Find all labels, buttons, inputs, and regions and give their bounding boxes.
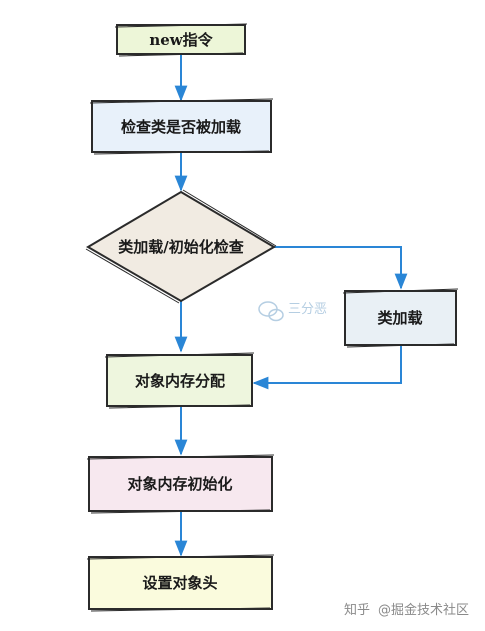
arrow-classload-to-alloc [252, 345, 402, 390]
node-decision-diamond [86, 190, 276, 303]
node-alloc-label: 对象内存分配 [135, 372, 225, 390]
footer-handle: @掘金技术社区 [378, 602, 469, 618]
node-alloc-box [106, 354, 253, 407]
watermark: 三分恶 [258, 301, 327, 322]
watermark-text: 三分恶 [288, 302, 327, 317]
connectors [174, 55, 408, 557]
node-init: 对象内存初始化 [86, 454, 275, 514]
node-check-loaded: 检查类是否被加载 [89, 98, 274, 155]
sketch-stroke [86, 454, 275, 514]
node-decision: 类加载/初始化检查 [85, 189, 277, 304]
node-class-load-label: 类加载 [377, 309, 422, 327]
sketch-stroke [89, 98, 274, 155]
node-init-label: 对象内存初始化 [127, 475, 232, 493]
footer-brand: 知乎 [344, 602, 370, 618]
node-alloc: 对象内存分配 [104, 352, 255, 409]
sketch-stroke [86, 554, 275, 612]
node-new-command: new指令 [114, 23, 248, 57]
node-header-label: 设置对象头 [142, 574, 217, 592]
sketch-stroke [85, 189, 277, 304]
node-check-loaded-label: 检查类是否被加载 [121, 118, 241, 136]
node-new-command-label: new指令 [149, 31, 213, 49]
arrow-decision-to-classload [274, 246, 408, 290]
node-header: 设置对象头 [86, 554, 275, 612]
node-init-box [88, 456, 273, 512]
node-class-load: 类加载 [342, 288, 459, 348]
sketch-stroke [104, 352, 255, 409]
footer: 知乎 @掘金技术社区 [344, 602, 469, 618]
sketch-stroke [114, 23, 248, 57]
sketch-stroke [342, 288, 459, 348]
node-decision-label: 类加载/初始化检查 [118, 238, 244, 256]
node-class-load-box [344, 290, 457, 346]
wechat-icon [258, 301, 284, 322]
